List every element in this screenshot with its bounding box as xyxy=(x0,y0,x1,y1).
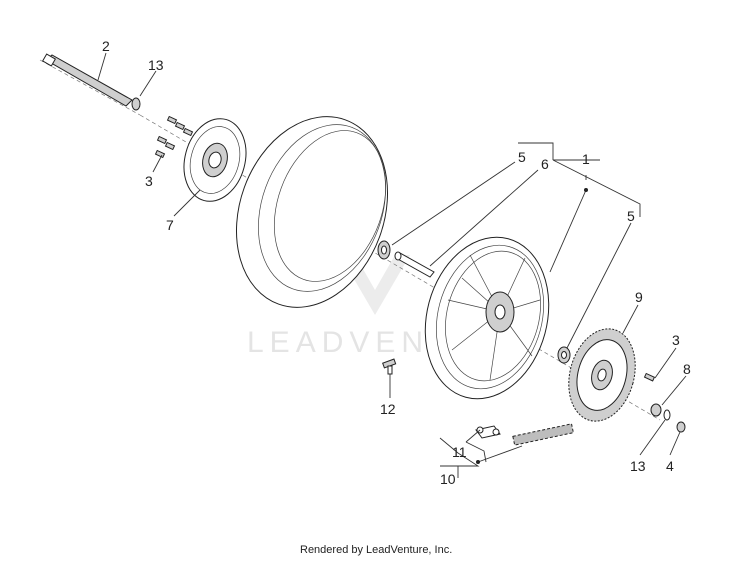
callout-axle-washer: 13 xyxy=(148,57,164,73)
sprocket xyxy=(568,328,636,422)
wheel-rim xyxy=(424,236,550,400)
sprocket-bolt xyxy=(643,372,656,382)
callout-bearing-right: 5 xyxy=(627,208,635,224)
valve xyxy=(382,358,397,375)
footer-credit: Rendered by LeadVenture, Inc. xyxy=(300,544,452,556)
tire xyxy=(235,116,389,308)
callout-nut-washer: 8 xyxy=(683,361,691,377)
sprocket-nut xyxy=(650,403,662,417)
callout-bearing-left: 5 xyxy=(518,149,526,165)
axle xyxy=(41,53,133,107)
sprocket-washer xyxy=(663,409,671,421)
callout-dot-1 xyxy=(584,188,588,192)
bearing-right xyxy=(557,346,571,364)
callout-sprocket: 9 xyxy=(635,289,643,305)
callout-chain: 10 xyxy=(440,471,456,487)
callout-spacer: 6 xyxy=(541,156,549,172)
callout-brake-disc: 7 xyxy=(166,217,174,233)
callout-disc-bolts: 3 xyxy=(145,173,153,189)
disc-bolts xyxy=(154,115,194,159)
callout-washer: 13 xyxy=(630,458,646,474)
spacer xyxy=(394,251,435,278)
chain-link-clip xyxy=(475,425,501,439)
callout-chain-link: 11 xyxy=(452,444,467,460)
callout-nut: 4 xyxy=(666,458,674,474)
callout-sprocket-bolt: 3 xyxy=(672,332,680,348)
leader-lines xyxy=(97,52,687,478)
axle-washer xyxy=(131,97,141,111)
callouts: 2 13 3 7 5 6 1 5 9 3 8 13 4 12 11 10 xyxy=(102,38,691,487)
chain xyxy=(512,423,574,446)
bearing-left xyxy=(377,240,391,260)
callout-valve: 12 xyxy=(380,401,396,417)
brake-disc xyxy=(183,118,247,202)
callout-wheel-assembly: 1 xyxy=(582,151,590,167)
callout-dot-10 xyxy=(476,460,480,464)
callout-axle: 2 xyxy=(102,38,110,54)
sprocket-nut-4 xyxy=(676,421,686,433)
